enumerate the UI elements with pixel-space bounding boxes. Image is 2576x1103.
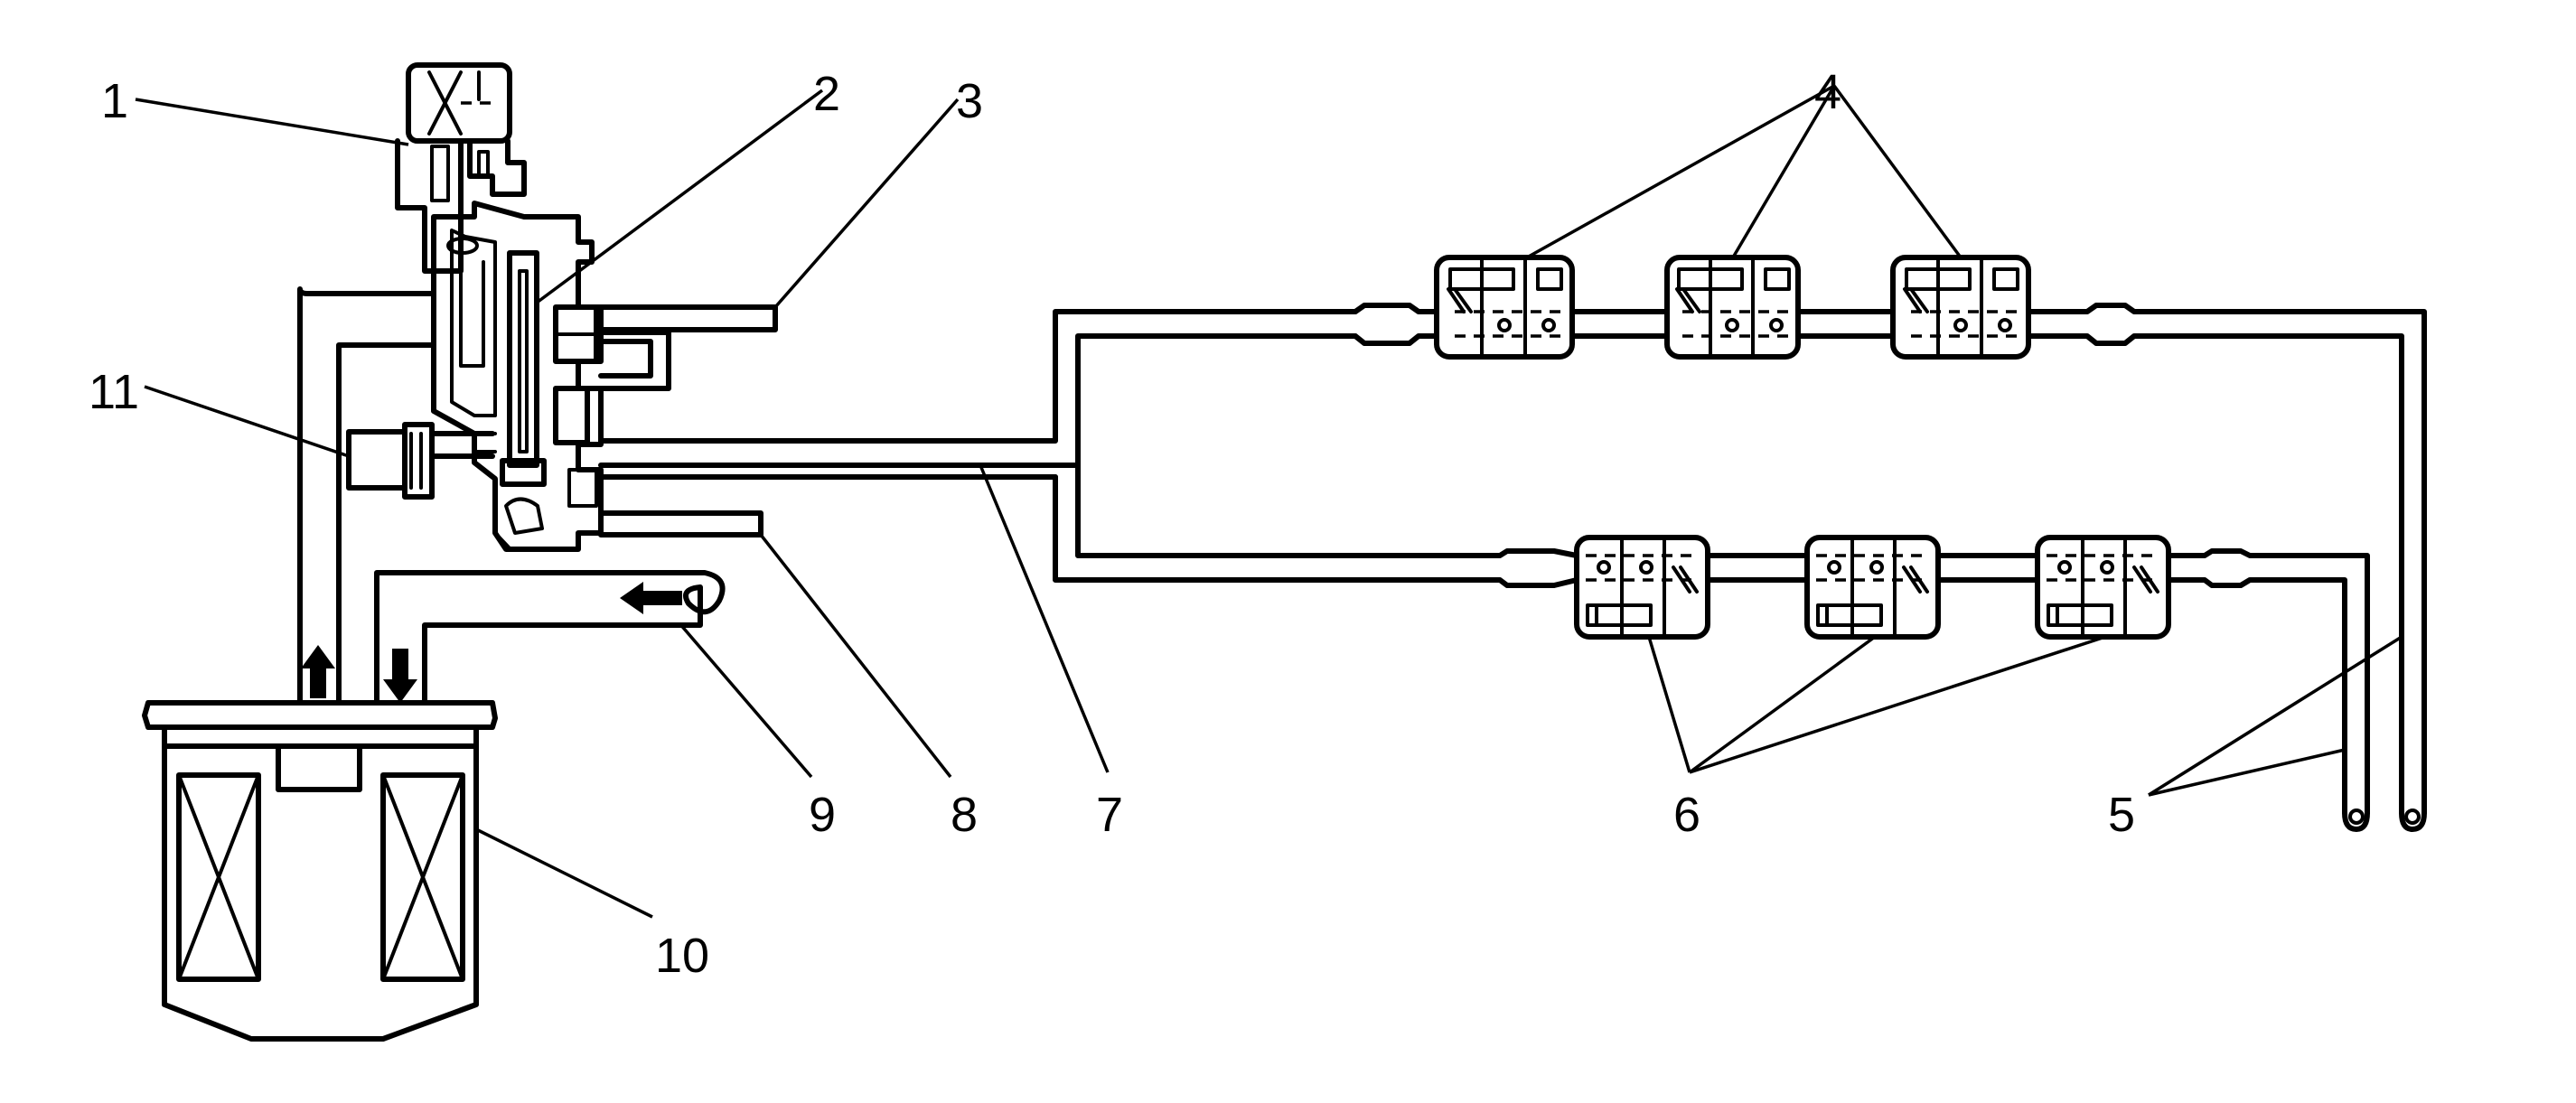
leader-lines: [135, 84, 2403, 919]
callout-4: 4: [1814, 65, 1841, 119]
lower-lifter-2: [1804, 535, 1941, 640]
oil-filter: [142, 700, 498, 1042]
callout-1: 1: [101, 74, 128, 128]
control-valve-body: [395, 62, 778, 552]
callout-8: 8: [951, 788, 978, 842]
return-pipe: [595, 570, 726, 628]
callout-9: 9: [809, 788, 836, 842]
callout-10: 10: [655, 929, 709, 983]
upper-manifold: [1353, 303, 2427, 832]
upper-lifter-1: [1434, 255, 1575, 360]
callout-labels: 1 2 3 4 5 6 7 8 9 10 11: [89, 65, 2135, 983]
callout-7: 7: [1096, 788, 1123, 842]
lower-lifter-3: [2035, 535, 2171, 640]
filter-feed-lines: [297, 286, 601, 706]
lower-lifter-1: [1574, 535, 1710, 640]
pressure-sensor: [346, 422, 435, 500]
upper-lifter-3: [1890, 255, 2031, 360]
callout-2: 2: [813, 67, 840, 121]
callout-3: 3: [956, 74, 983, 128]
lower-manifold: [1353, 548, 2370, 832]
callout-5: 5: [2108, 788, 2135, 842]
upper-lifter-2: [1664, 255, 1801, 360]
callout-11: 11: [89, 365, 139, 419]
callout-6: 6: [1673, 788, 1700, 842]
supply-manifold: [598, 309, 1358, 583]
